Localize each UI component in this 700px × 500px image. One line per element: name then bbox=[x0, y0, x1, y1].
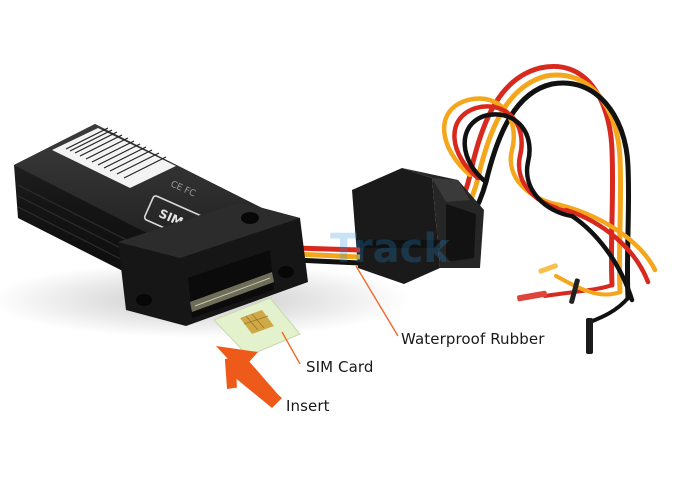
leader-lines bbox=[281, 265, 399, 365]
mount-hole-right bbox=[278, 266, 294, 278]
barcode-label bbox=[52, 127, 176, 188]
callout-insert: Insert bbox=[286, 397, 330, 415]
callout-waterproof-rubber: Waterproof Rubber bbox=[401, 330, 545, 348]
wire-coil-red bbox=[452, 104, 569, 213]
mounting-flange bbox=[118, 202, 308, 326]
insert-arrow-icon bbox=[216, 346, 282, 408]
wire-tip-black bbox=[586, 318, 593, 354]
wire-end-black bbox=[588, 296, 630, 324]
wire-tip-red bbox=[517, 290, 547, 302]
leader-sim bbox=[281, 331, 301, 365]
waterproof-rubber-boot bbox=[352, 168, 484, 284]
wire-tips bbox=[517, 263, 593, 354]
wire-right-yellow bbox=[557, 202, 658, 273]
mount-hole-top bbox=[241, 212, 259, 224]
wire-right-black bbox=[569, 213, 635, 303]
wire-tip-black-2 bbox=[569, 278, 580, 304]
wire-coil-black bbox=[462, 112, 575, 219]
sim-card bbox=[213, 297, 301, 357]
leader-waterproof bbox=[355, 265, 399, 337]
mount-hole-left bbox=[136, 294, 152, 306]
wire-right-red bbox=[563, 207, 651, 285]
tracker-housing: SIM CE FC bbox=[14, 124, 308, 326]
wire-tip-yellow bbox=[538, 263, 558, 274]
wire-end-yellow bbox=[554, 274, 622, 297]
callout-sim-card: SIM Card bbox=[306, 358, 374, 376]
wire-bridge bbox=[294, 245, 361, 266]
brand-watermark: Track bbox=[330, 226, 451, 272]
